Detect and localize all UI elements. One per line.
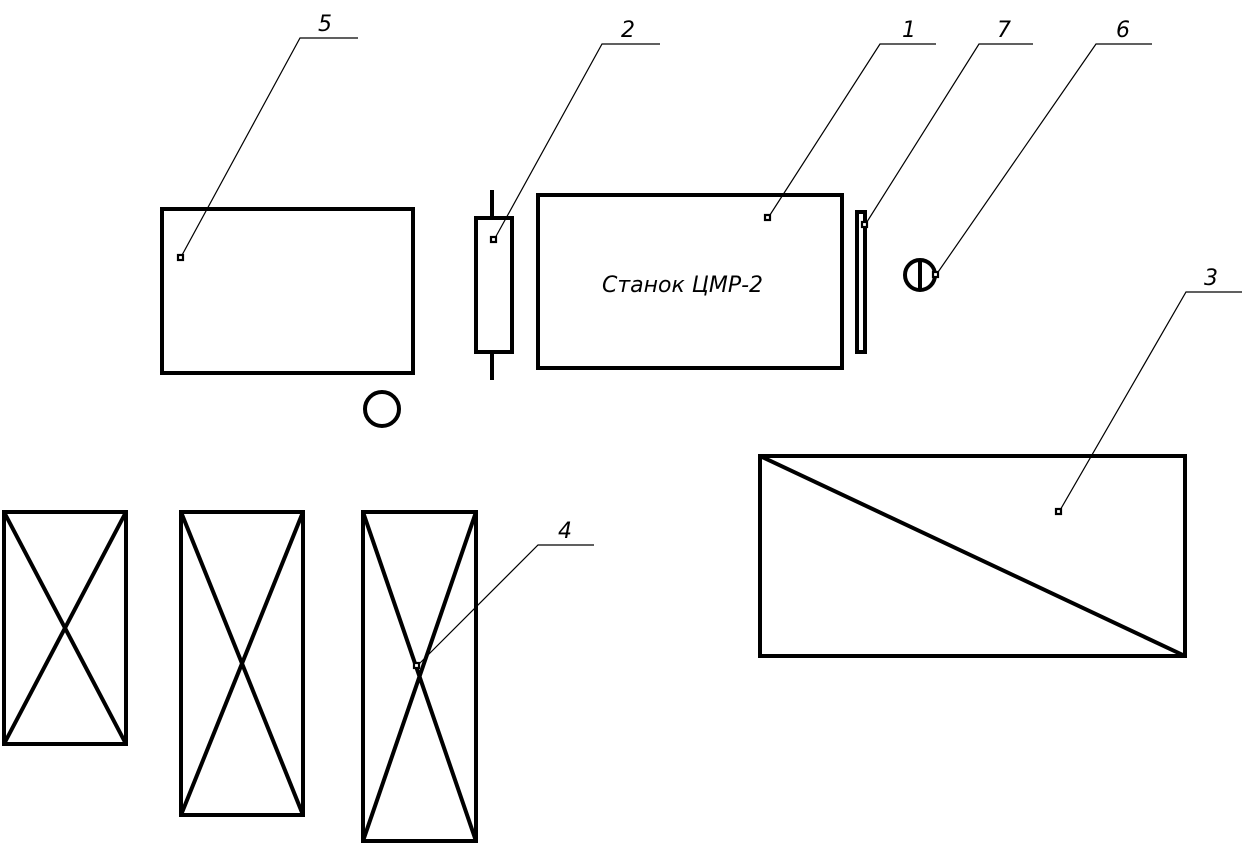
- callout-1-number: 1: [902, 18, 916, 43]
- callout-7-number: 7: [997, 18, 1011, 43]
- item-3-diagonal: [759, 454, 1186, 658]
- callout-1: 1: [763, 18, 936, 222]
- item-5-block: [160, 207, 415, 375]
- item-7-guard: [855, 210, 867, 354]
- callout-4-number: 4: [558, 519, 572, 544]
- item-1-machine: [536, 193, 844, 370]
- callout-3: 3: [1054, 266, 1242, 516]
- callout-2-number: 2: [621, 18, 635, 43]
- callout-5: 5: [176, 12, 358, 262]
- round-element: [363, 390, 401, 428]
- machine-label: Станок ЦМР-2: [602, 273, 763, 298]
- item-3-area: [758, 454, 1187, 658]
- callout-6: 6: [931, 18, 1152, 279]
- item-4-stack-left: [2, 510, 128, 746]
- callout-5-number: 5: [318, 12, 332, 37]
- callout-7: 7: [860, 18, 1033, 229]
- item-4-stack-middle: [179, 510, 305, 817]
- callout-6-number: 6: [1116, 18, 1130, 43]
- callout-3-number: 3: [1204, 266, 1218, 291]
- callout-2: 2: [489, 18, 660, 244]
- callout-4: 4: [412, 519, 594, 670]
- item-4-stack-right: [361, 510, 478, 843]
